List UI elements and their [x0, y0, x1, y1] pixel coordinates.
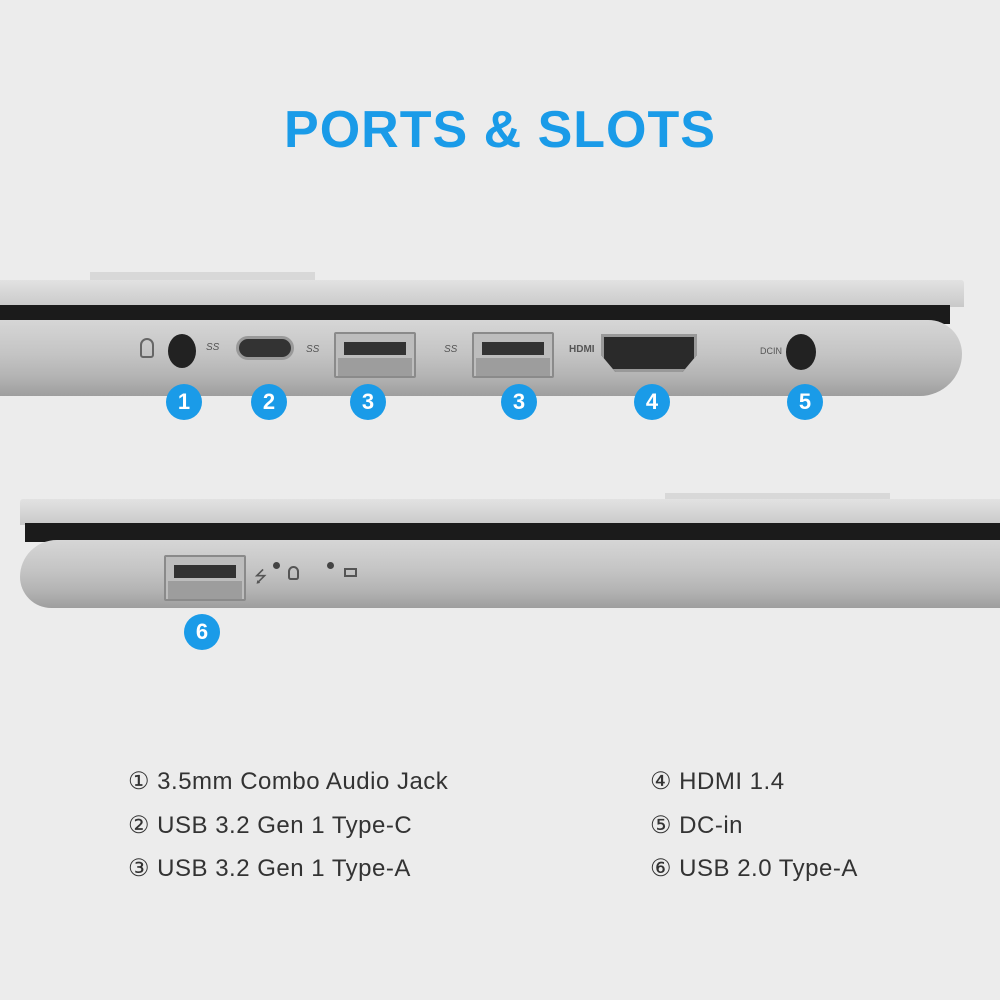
legend-item: ⑤ DC-in	[650, 812, 744, 839]
legend-item: ② USB 3.2 Gen 1 Type-C	[128, 812, 413, 839]
led-indicator	[327, 562, 334, 569]
hdmi-label: HDMI	[569, 344, 595, 355]
port-badge: 2	[251, 384, 287, 420]
dc-in-port	[786, 334, 816, 370]
ss-usb-label: SS	[306, 344, 320, 355]
power-light-icon	[288, 566, 299, 580]
legend-item: ④ HDMI 1.4	[650, 768, 785, 795]
hinge	[25, 523, 1000, 542]
laptop-lid	[0, 280, 964, 307]
legend-item: ③ USB 3.2 Gen 1 Type-A	[128, 855, 411, 882]
port-badge: 4	[634, 384, 670, 420]
legend-item: ⑥ USB 2.0 Type-A	[650, 855, 858, 882]
usb-a-port	[334, 332, 416, 378]
legend-item: ① 3.5mm Combo Audio Jack	[128, 768, 449, 795]
ss-usb-label: SS	[444, 344, 458, 355]
headset-icon	[140, 338, 154, 358]
usb-a-port	[164, 555, 246, 601]
lid-bump	[665, 493, 890, 501]
usb-icon: ⭍	[254, 569, 268, 586]
audio-jack	[168, 334, 196, 368]
port-badge: 3	[350, 384, 386, 420]
port-badge: 5	[787, 384, 823, 420]
port-badge: 3	[501, 384, 537, 420]
port-badge: 1	[166, 384, 202, 420]
hdmi-port	[601, 334, 697, 372]
port-badge: 6	[184, 614, 220, 650]
ss-usb-label: SS	[206, 342, 220, 353]
page-title: PORTS & SLOTS	[284, 101, 716, 159]
usb-c-port	[236, 336, 294, 360]
laptop-lid	[20, 499, 1000, 525]
hinge	[0, 305, 950, 324]
usb-a-port	[472, 332, 554, 378]
lid-bump	[90, 272, 315, 281]
dcin-label: DCIN	[760, 346, 782, 356]
led-indicator	[273, 562, 280, 569]
battery-icon	[344, 568, 357, 577]
